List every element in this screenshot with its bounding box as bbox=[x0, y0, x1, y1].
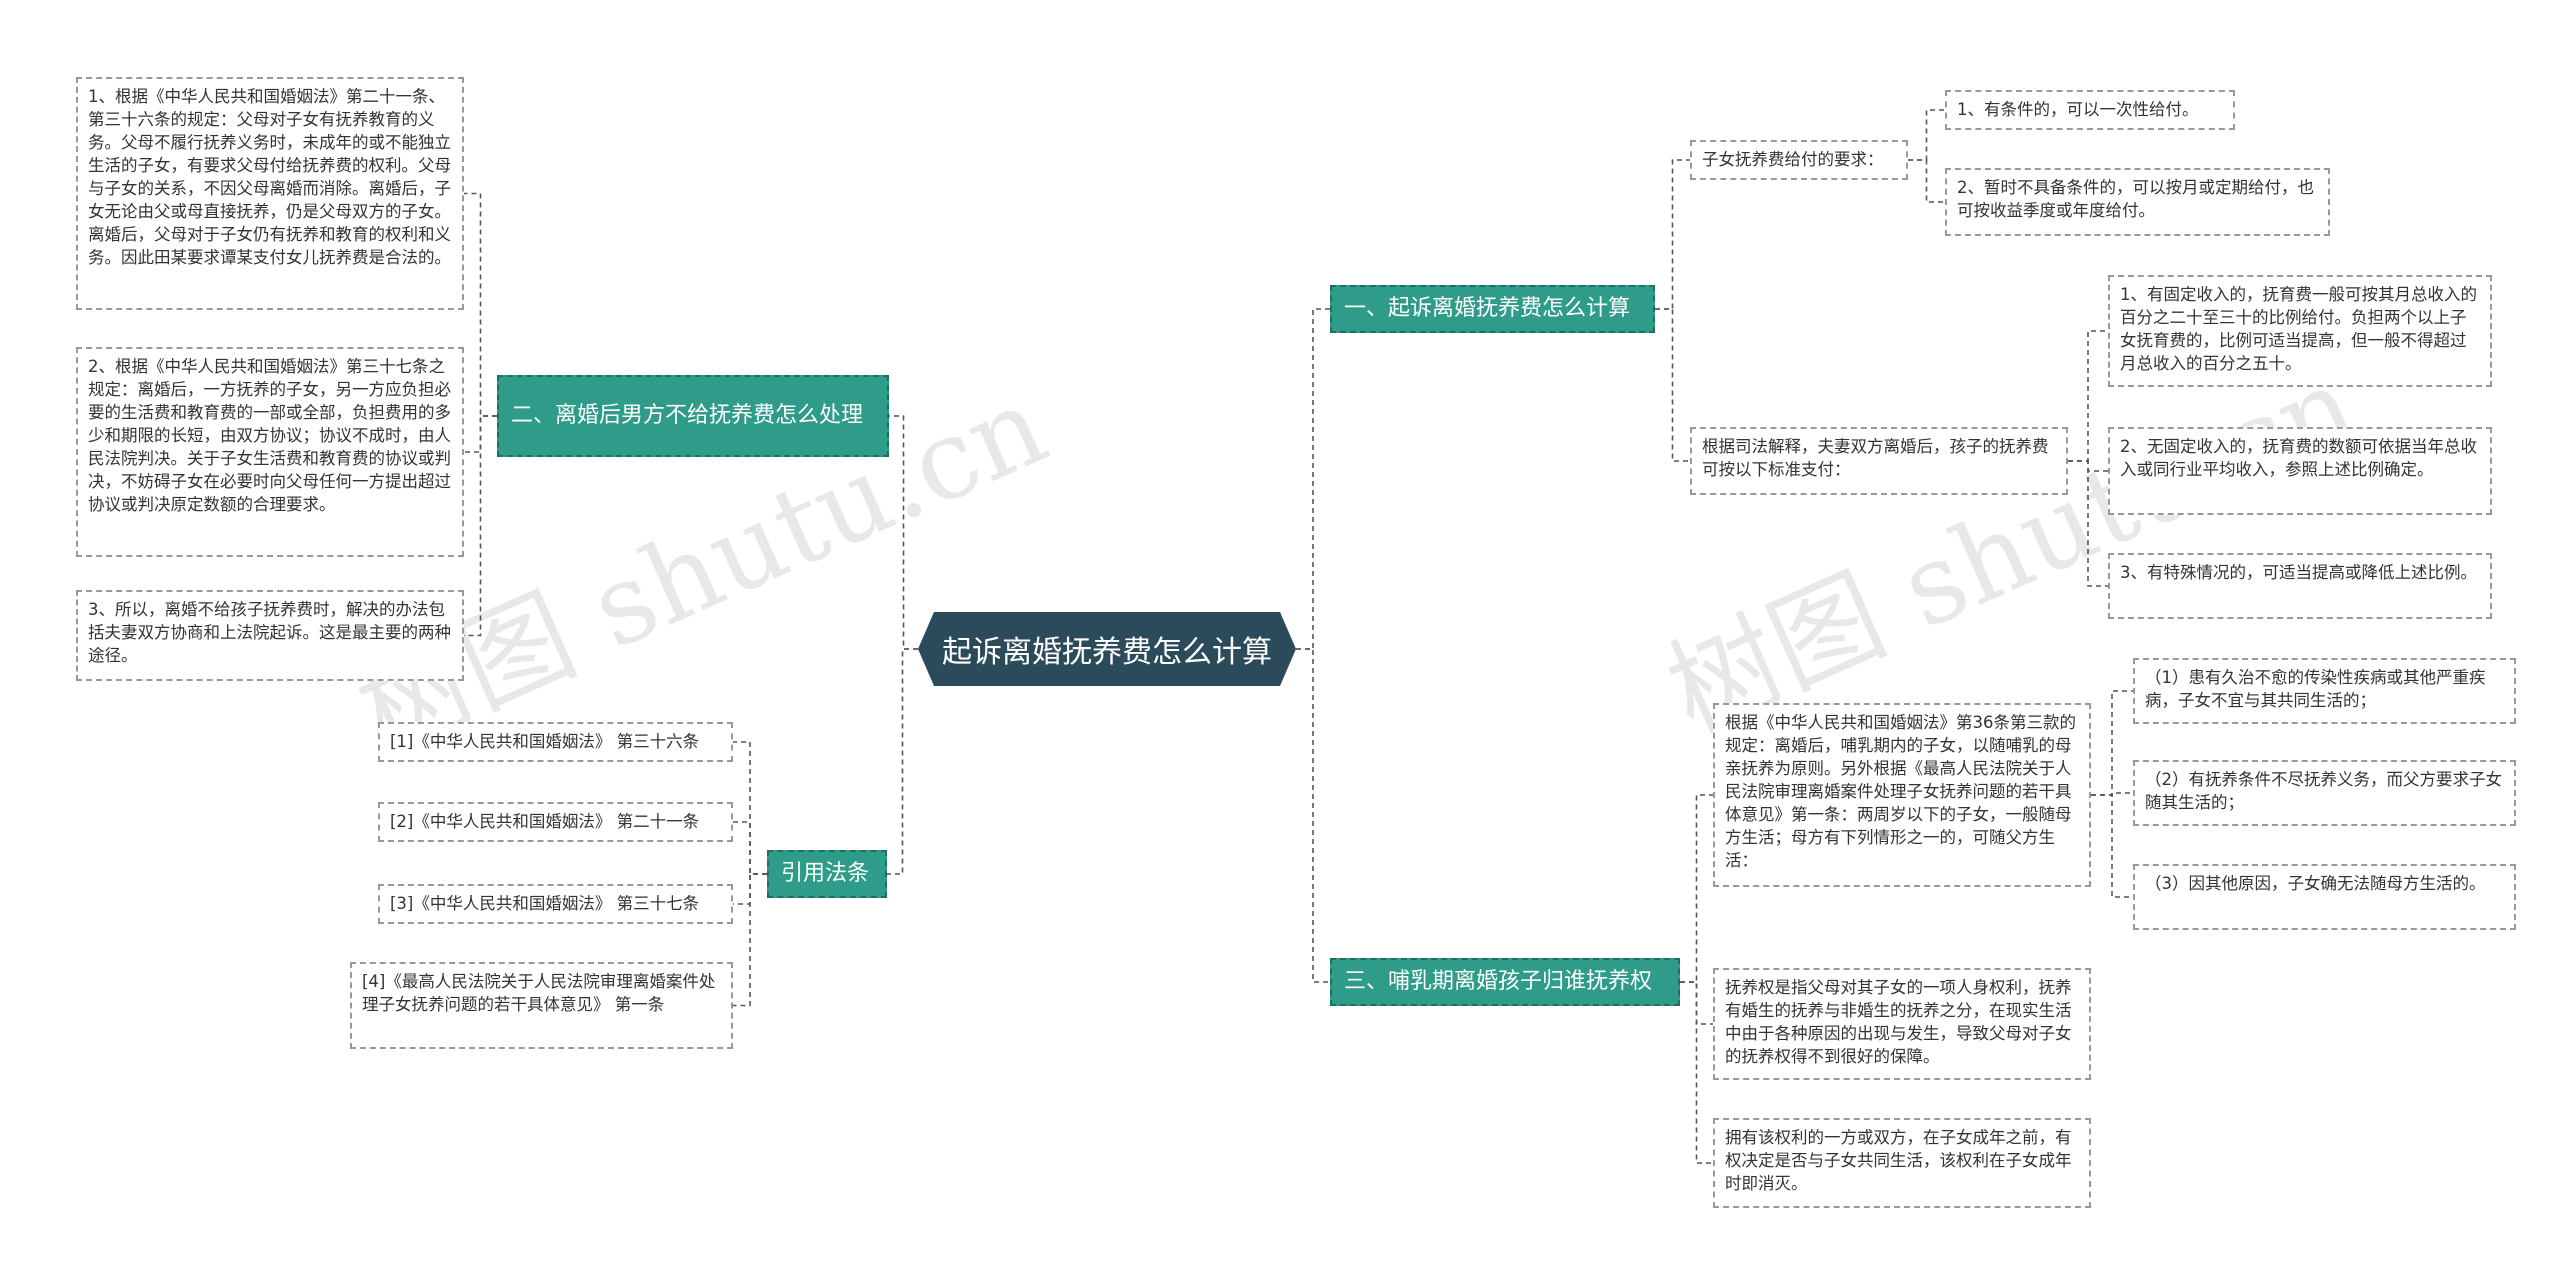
leaf-condition-illness[interactable]: （1）患有久治不愈的传染性疾病或其他严重疾病，子女不宜与其共同生活的； bbox=[2133, 658, 2516, 724]
leaf-condition-other[interactable]: （3）因其他原因，子女确无法随母方生活的。 bbox=[2133, 864, 2516, 930]
connector-root-branch1 bbox=[1296, 308, 1330, 650]
connector-citation-1 bbox=[733, 741, 767, 875]
branch-how-to-calculate[interactable]: 一、起诉离婚抚养费怎么计算 bbox=[1330, 285, 1655, 333]
leaf-custody-rule[interactable]: 根据《中华人民共和国婚姻法》第36条第三款的规定：离婚后，哺乳期内的子女，以随哺… bbox=[1713, 703, 2091, 887]
connector-branch3-note2 bbox=[1680, 981, 1713, 1164]
connector-branch2-item-1 bbox=[464, 192, 497, 417]
citation-item-3[interactable]: [3]《中华人民共和国婚姻法》 第三十七条 bbox=[378, 884, 733, 924]
citation-item-4[interactable]: [4]《最高人民法院关于人民法院审理离婚案件处理子女抚养问题的若干具体意见》 第… bbox=[350, 962, 733, 1049]
connector-branch1-payment bbox=[1655, 159, 1690, 310]
connector-rule-item-3 bbox=[2091, 794, 2133, 898]
leaf-solution-paths[interactable]: 3、所以，离婚不给孩子抚养费时，解决的办法包括夫妻双方协商和上法院起诉。这是最主… bbox=[76, 590, 464, 681]
leaf-no-fixed-income[interactable]: 2、无固定收入的，抚育费的数额可依据当年总收入或同行业平均收入，参照上述比例确定… bbox=[2108, 427, 2492, 515]
connector-branch1-standard bbox=[1655, 308, 1690, 462]
connector-standard-item-1 bbox=[2068, 330, 2108, 462]
citation-item-1[interactable]: [1]《中华人民共和国婚姻法》 第三十六条 bbox=[378, 722, 733, 762]
leaf-law-article-21-36[interactable]: 1、根据《中华人民共和国婚姻法》第二十一条、第三十六条的规定：父母对子女有抚养教… bbox=[76, 77, 464, 310]
connector-root-citations bbox=[887, 648, 918, 875]
connector-root-branch3 bbox=[1296, 648, 1330, 983]
connector-branch2-item-3 bbox=[464, 415, 497, 637]
citation-item-2[interactable]: [2]《中华人民共和国婚姻法》 第二十一条 bbox=[378, 802, 733, 842]
leaf-special-circumstances[interactable]: 3、有特殊情况的，可适当提高或降低上述比例。 bbox=[2108, 553, 2492, 619]
leaf-law-article-37[interactable]: 2、根据《中华人民共和国婚姻法》第三十七条之规定：离婚后，一方抚养的子女，另一方… bbox=[76, 347, 464, 557]
leaf-periodic-payment[interactable]: 2、暂时不具备条件的，可以按月或定期给付，也可按收益季度或年度给付。 bbox=[1945, 168, 2330, 236]
leaf-fixed-income[interactable]: 1、有固定收入的，抚育费一般可按其月总收入的百分之二十至三十的比例给付。负担两个… bbox=[2108, 275, 2492, 387]
connector-citation-2 bbox=[733, 821, 767, 875]
connector-rule-item-1 bbox=[2091, 690, 2133, 796]
connector-standard-item-3 bbox=[2068, 460, 2108, 587]
leaf-payment-standard[interactable]: 根据司法解释，夫妻双方离婚后，孩子的抚养费可按以下标准支付： bbox=[1690, 427, 2068, 495]
leaf-lump-sum[interactable]: 1、有条件的，可以一次性给付。 bbox=[1945, 90, 2235, 130]
connector-payment-item-1 bbox=[1908, 109, 1945, 161]
leaf-condition-no-duty[interactable]: （2）有抚养条件不尽抚养义务，而父方要求子女随其生活的； bbox=[2133, 760, 2516, 826]
leaf-custody-definition[interactable]: 抚养权是指父母对其子女的一项人身权利，抚养有婚生的抚养与非婚生的抚养之分，在现实… bbox=[1713, 968, 2091, 1080]
leaf-payment-requirements[interactable]: 子女抚养费给付的要求： bbox=[1690, 140, 1908, 180]
branch-citations[interactable]: 引用法条 bbox=[767, 850, 887, 898]
connector-citation-4 bbox=[733, 873, 767, 1007]
connector-root-branch2 bbox=[889, 415, 918, 650]
branch-nursing-custody[interactable]: 三、哺乳期离婚孩子归谁抚养权 bbox=[1330, 958, 1680, 1006]
leaf-custody-duration[interactable]: 拥有该权利的一方或双方，在子女成年之前，有权决定是否与子女共同生活，该权利在子女… bbox=[1713, 1118, 2091, 1208]
branch-no-support-handling[interactable]: 二、离婚后男方不给抚养费怎么处理 bbox=[497, 375, 889, 457]
connector-branch3-rule bbox=[1680, 794, 1713, 983]
root-topic[interactable]: 起诉离婚抚养费怎么计算 bbox=[918, 612, 1296, 686]
connector-payment-item-2 bbox=[1908, 159, 1945, 203]
